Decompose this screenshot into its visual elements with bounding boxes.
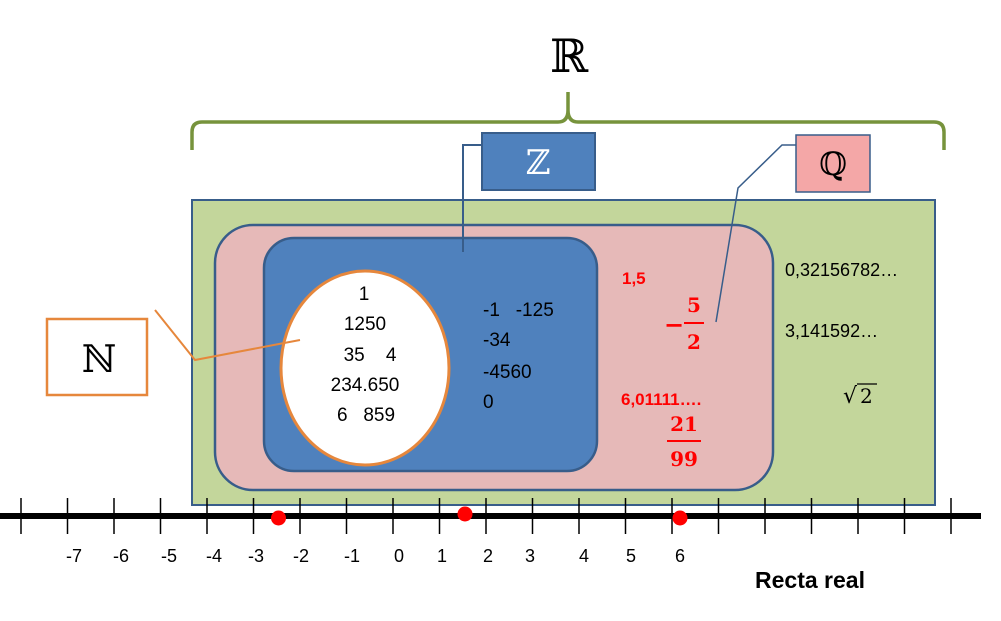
- tick-label: -5: [161, 546, 177, 566]
- racionales-list: 1,5 − 5 2 6,01111…. 21 99: [621, 269, 704, 471]
- naturales-symbol: ℕ: [82, 337, 117, 381]
- racional-fraction-2-numerator: 21: [670, 412, 698, 436]
- number-line-point: [457, 506, 473, 522]
- number-line-point: [271, 510, 286, 526]
- racional-decimal-1: 1,5: [622, 269, 646, 288]
- naturales-connector: [154, 309, 301, 362]
- racionales-symbol: ℚ: [819, 145, 847, 183]
- number-line-label: Recta real: [755, 567, 865, 593]
- number-line-point: [672, 510, 688, 526]
- number-line-ticks: [20, 498, 952, 534]
- tick-label: 5: [626, 546, 636, 566]
- number-line-tick-labels: -7 -6 -5 -4 -3 -2 -1 0 1 2 3 4 5 6: [66, 546, 685, 566]
- enteros-item: 0: [483, 392, 494, 413]
- enteros-symbol: ℤ: [526, 143, 551, 183]
- tick-label: 6: [675, 546, 685, 566]
- enteros-item: -4560: [483, 362, 532, 383]
- tick-label: 4: [579, 546, 589, 566]
- racional-fraction-1-denominator: 2: [687, 330, 701, 354]
- racional-fraction-2-denominator: 99: [670, 447, 698, 471]
- irracionales-list: 0,32156782… 3,141592… √ 2: [785, 260, 898, 409]
- enteros-label-box: [481, 132, 596, 191]
- racional-fraction-1-numerator: 5: [687, 293, 701, 317]
- tick-label: -4: [206, 546, 222, 566]
- enteros-list: -1 -125 -34 -4560 0: [483, 300, 554, 413]
- irracional-item-1: 0,32156782…: [785, 260, 898, 280]
- reales-symbol: ℝ: [550, 29, 589, 83]
- enteros-item: -34: [483, 330, 511, 351]
- sqrt-symbol: √: [843, 384, 858, 409]
- naturales-item: 35 4: [344, 345, 397, 366]
- naturales-item: 6 859: [337, 405, 395, 426]
- racionales-label-box: [795, 134, 871, 193]
- racional-decimal-2: 6,01111….: [621, 390, 701, 409]
- tick-label: -2: [293, 546, 309, 566]
- naturales-item: 1250: [344, 314, 386, 335]
- tick-label: -3: [248, 546, 264, 566]
- naturales-list: 1 1250 35 4 234.650 6 859: [331, 284, 400, 426]
- reales-brace: [190, 92, 946, 150]
- naturales-item: 1: [359, 284, 370, 305]
- tick-label: -7: [66, 546, 82, 566]
- enteros-connector: [462, 144, 482, 252]
- number-line-points: [271, 506, 688, 526]
- naturales-label-box: [45, 317, 149, 397]
- irracional-item-2: 3,141592…: [785, 321, 878, 341]
- enteros-item: -1 -125: [483, 300, 554, 321]
- tick-label: -1: [344, 546, 360, 566]
- racionales-connector: [715, 144, 796, 323]
- tick-label: 3: [525, 546, 535, 566]
- sqrt-value: 2: [860, 384, 873, 408]
- racional-fraction-1-sign: −: [664, 310, 684, 339]
- tick-label: 2: [483, 546, 493, 566]
- tick-label: 0: [394, 546, 404, 566]
- tick-label: 1: [437, 546, 447, 566]
- tick-label: -6: [113, 546, 129, 566]
- naturales-region: [279, 269, 451, 467]
- naturales-item: 234.650: [331, 375, 400, 396]
